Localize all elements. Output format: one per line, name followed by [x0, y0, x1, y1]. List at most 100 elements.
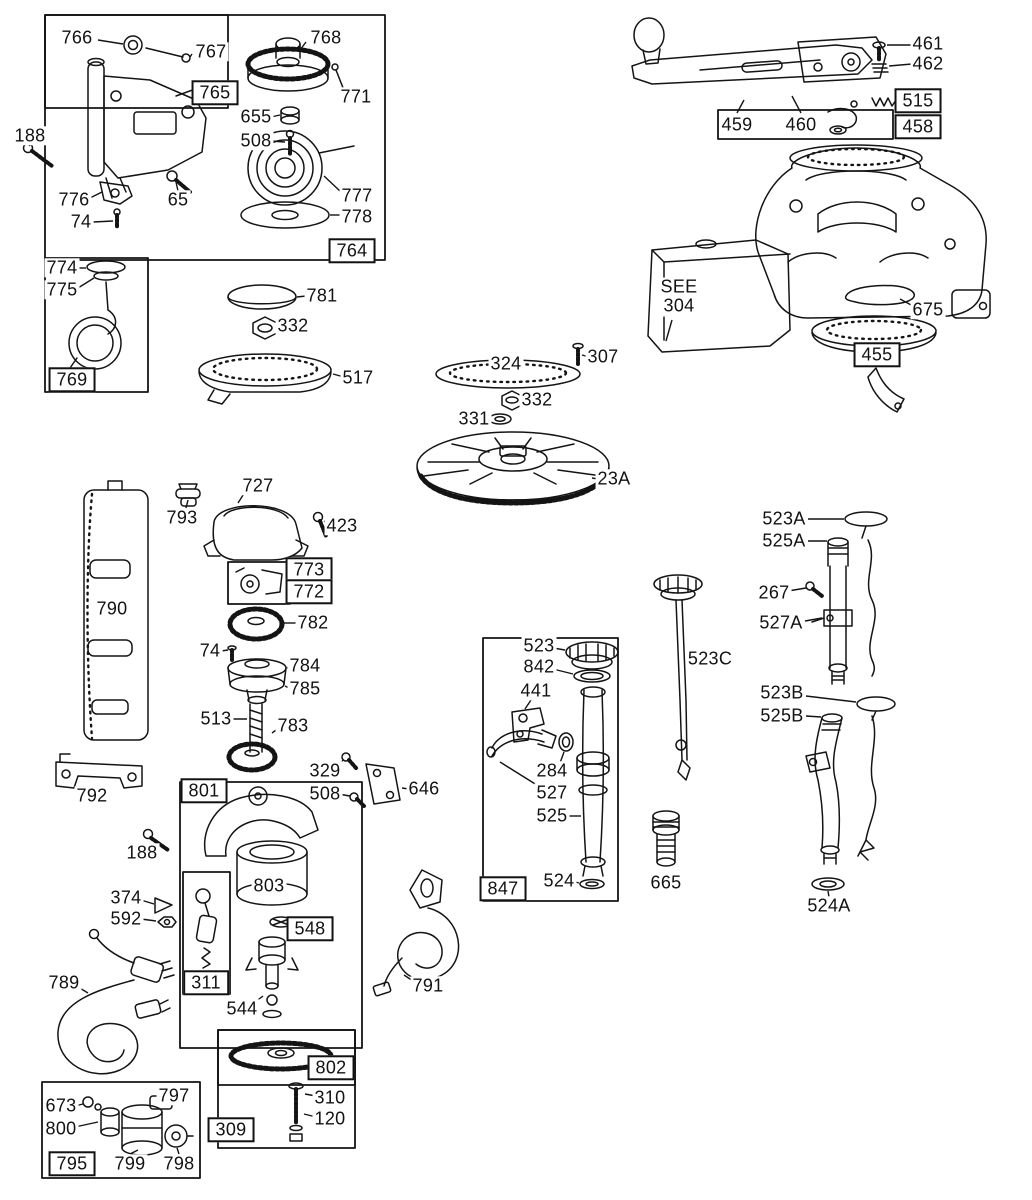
parts-374-592: [154, 897, 177, 928]
part-label-797-66: 797: [156, 1085, 192, 1106]
part-label-523C-76: 523C: [685, 648, 735, 669]
part-label-311-56: 311: [183, 970, 229, 996]
gear-782: [227, 606, 285, 662]
part-label-309-63: 309: [207, 1117, 255, 1143]
part-label-527A-73: 527A: [757, 612, 805, 633]
part-label-675-32: 675: [910, 299, 946, 320]
part-label-331-23: 331: [456, 408, 492, 429]
leader-line-462: [888, 63, 913, 67]
part-label-799-68: 799: [112, 1153, 148, 1174]
part-label-548-55: 548: [286, 916, 334, 942]
part-label-332-18: 332: [275, 315, 311, 336]
part-label-782-40: 782: [295, 612, 331, 633]
part-label-508-47: 508: [307, 783, 343, 804]
group-boxes: [41, 14, 894, 1179]
part-label-284-80: 284: [534, 760, 570, 781]
leader-line-800: [74, 1121, 99, 1128]
leader-line-527: [499, 761, 541, 788]
part-label-767-1: 767: [193, 41, 229, 62]
part-label-783-45: 783: [275, 715, 311, 736]
part-label-120-62: 120: [312, 1108, 348, 1129]
governor-784-785: [227, 658, 287, 705]
part-label-461-25: 461: [910, 33, 946, 54]
part-label-523B-74: 523B: [758, 682, 806, 703]
part-label-772-38: 772: [285, 579, 333, 605]
leader-line-460: [791, 95, 802, 114]
part-label-774-14: 774: [44, 257, 80, 278]
breaker-772: [235, 567, 283, 595]
leader-line-525B: [805, 715, 822, 718]
leader-line-767: [189, 53, 193, 58]
dipstick-tubes-right: [805, 511, 896, 891]
leader-line-768: [299, 41, 307, 51]
part-label-525B-75: 525B: [758, 705, 806, 726]
part-label-789-57: 789: [46, 972, 82, 993]
part-label-842-78: 842: [521, 656, 557, 677]
part-label-SEE-304-31: SEE 304: [658, 276, 700, 317]
part-label-802-60: 802: [307, 1055, 355, 1081]
starter-rope-791: [372, 869, 460, 997]
leader-line-459: [736, 99, 745, 114]
part-label-784-42: 784: [287, 655, 323, 676]
part-label-768-2: 768: [308, 27, 344, 48]
part-label-785-43: 785: [287, 678, 323, 699]
leader-line-798: [176, 1147, 180, 1155]
screw-188-lower: [142, 828, 170, 852]
part-label-801-50: 801: [180, 778, 228, 804]
drain-plug-665: [652, 810, 680, 867]
part-label-765-3: 765: [191, 80, 239, 106]
part-label-778-12: 778: [339, 206, 375, 227]
part-label-776-8: 776: [56, 189, 92, 210]
part-label-525-82: 525: [534, 805, 570, 826]
part-label-524-84: 524: [541, 870, 577, 891]
part-label-793-35: 793: [164, 507, 200, 528]
part-label-459-28: 459: [719, 114, 755, 135]
leader-line-793: [185, 499, 189, 509]
leader-line-775: [77, 277, 95, 289]
part-label-795-67: 795: [48, 1151, 96, 1177]
dipstick-523c: [653, 574, 703, 781]
part-label-523A-70: 523A: [760, 508, 808, 529]
leader-line-592: [140, 918, 157, 922]
part-label-458-30: 458: [894, 114, 942, 140]
part-label-65-10: 65: [165, 189, 191, 210]
part-label-455-33: 455: [853, 342, 901, 368]
part-label-525A-71: 525A: [760, 530, 808, 551]
leader-line-527A: [804, 617, 823, 622]
part-label-792-49: 792: [74, 785, 110, 806]
part-label-329-46: 329: [307, 760, 343, 781]
part-label-515-27: 515: [894, 88, 942, 114]
starter-clutch-801: [203, 786, 319, 1019]
part-label-332-22: 332: [519, 389, 555, 410]
plunger-311: [195, 888, 218, 969]
part-label-527-81: 527: [534, 782, 570, 803]
part-label-524A-86: 524A: [805, 895, 853, 916]
part-label-460-29: 460: [783, 114, 819, 135]
leader-line-777: [323, 175, 342, 193]
leader-line-74: [92, 220, 114, 223]
flywheel-23a: [416, 431, 610, 506]
part-label-592-53: 592: [108, 908, 144, 929]
part-label-74-9: 74: [68, 211, 94, 232]
part-label-769-16: 769: [48, 367, 96, 393]
part-label-673-64: 673: [43, 1095, 79, 1116]
part-label-74-41: 74: [197, 640, 223, 661]
leader-line-65: [175, 181, 179, 192]
leader-line-766: [97, 39, 124, 45]
leader-line-284: [559, 751, 565, 764]
gasket-675: [844, 284, 916, 306]
part-label-781-17: 781: [304, 285, 340, 306]
wiring-harness-789: [57, 928, 175, 1075]
part-label-441-79: 441: [518, 680, 554, 701]
part-label-508-6: 508: [238, 130, 274, 151]
part-label-655-5: 655: [238, 106, 274, 127]
part-label-798-69: 798: [161, 1153, 197, 1174]
bracket-646: [341, 752, 401, 808]
part-label-771-4: 771: [338, 86, 374, 107]
part-label-665-85: 665: [648, 872, 684, 893]
part-label-374-52: 374: [108, 887, 144, 908]
control-lever-assembly: [631, 17, 897, 135]
part-label-544-58: 544: [224, 998, 260, 1019]
